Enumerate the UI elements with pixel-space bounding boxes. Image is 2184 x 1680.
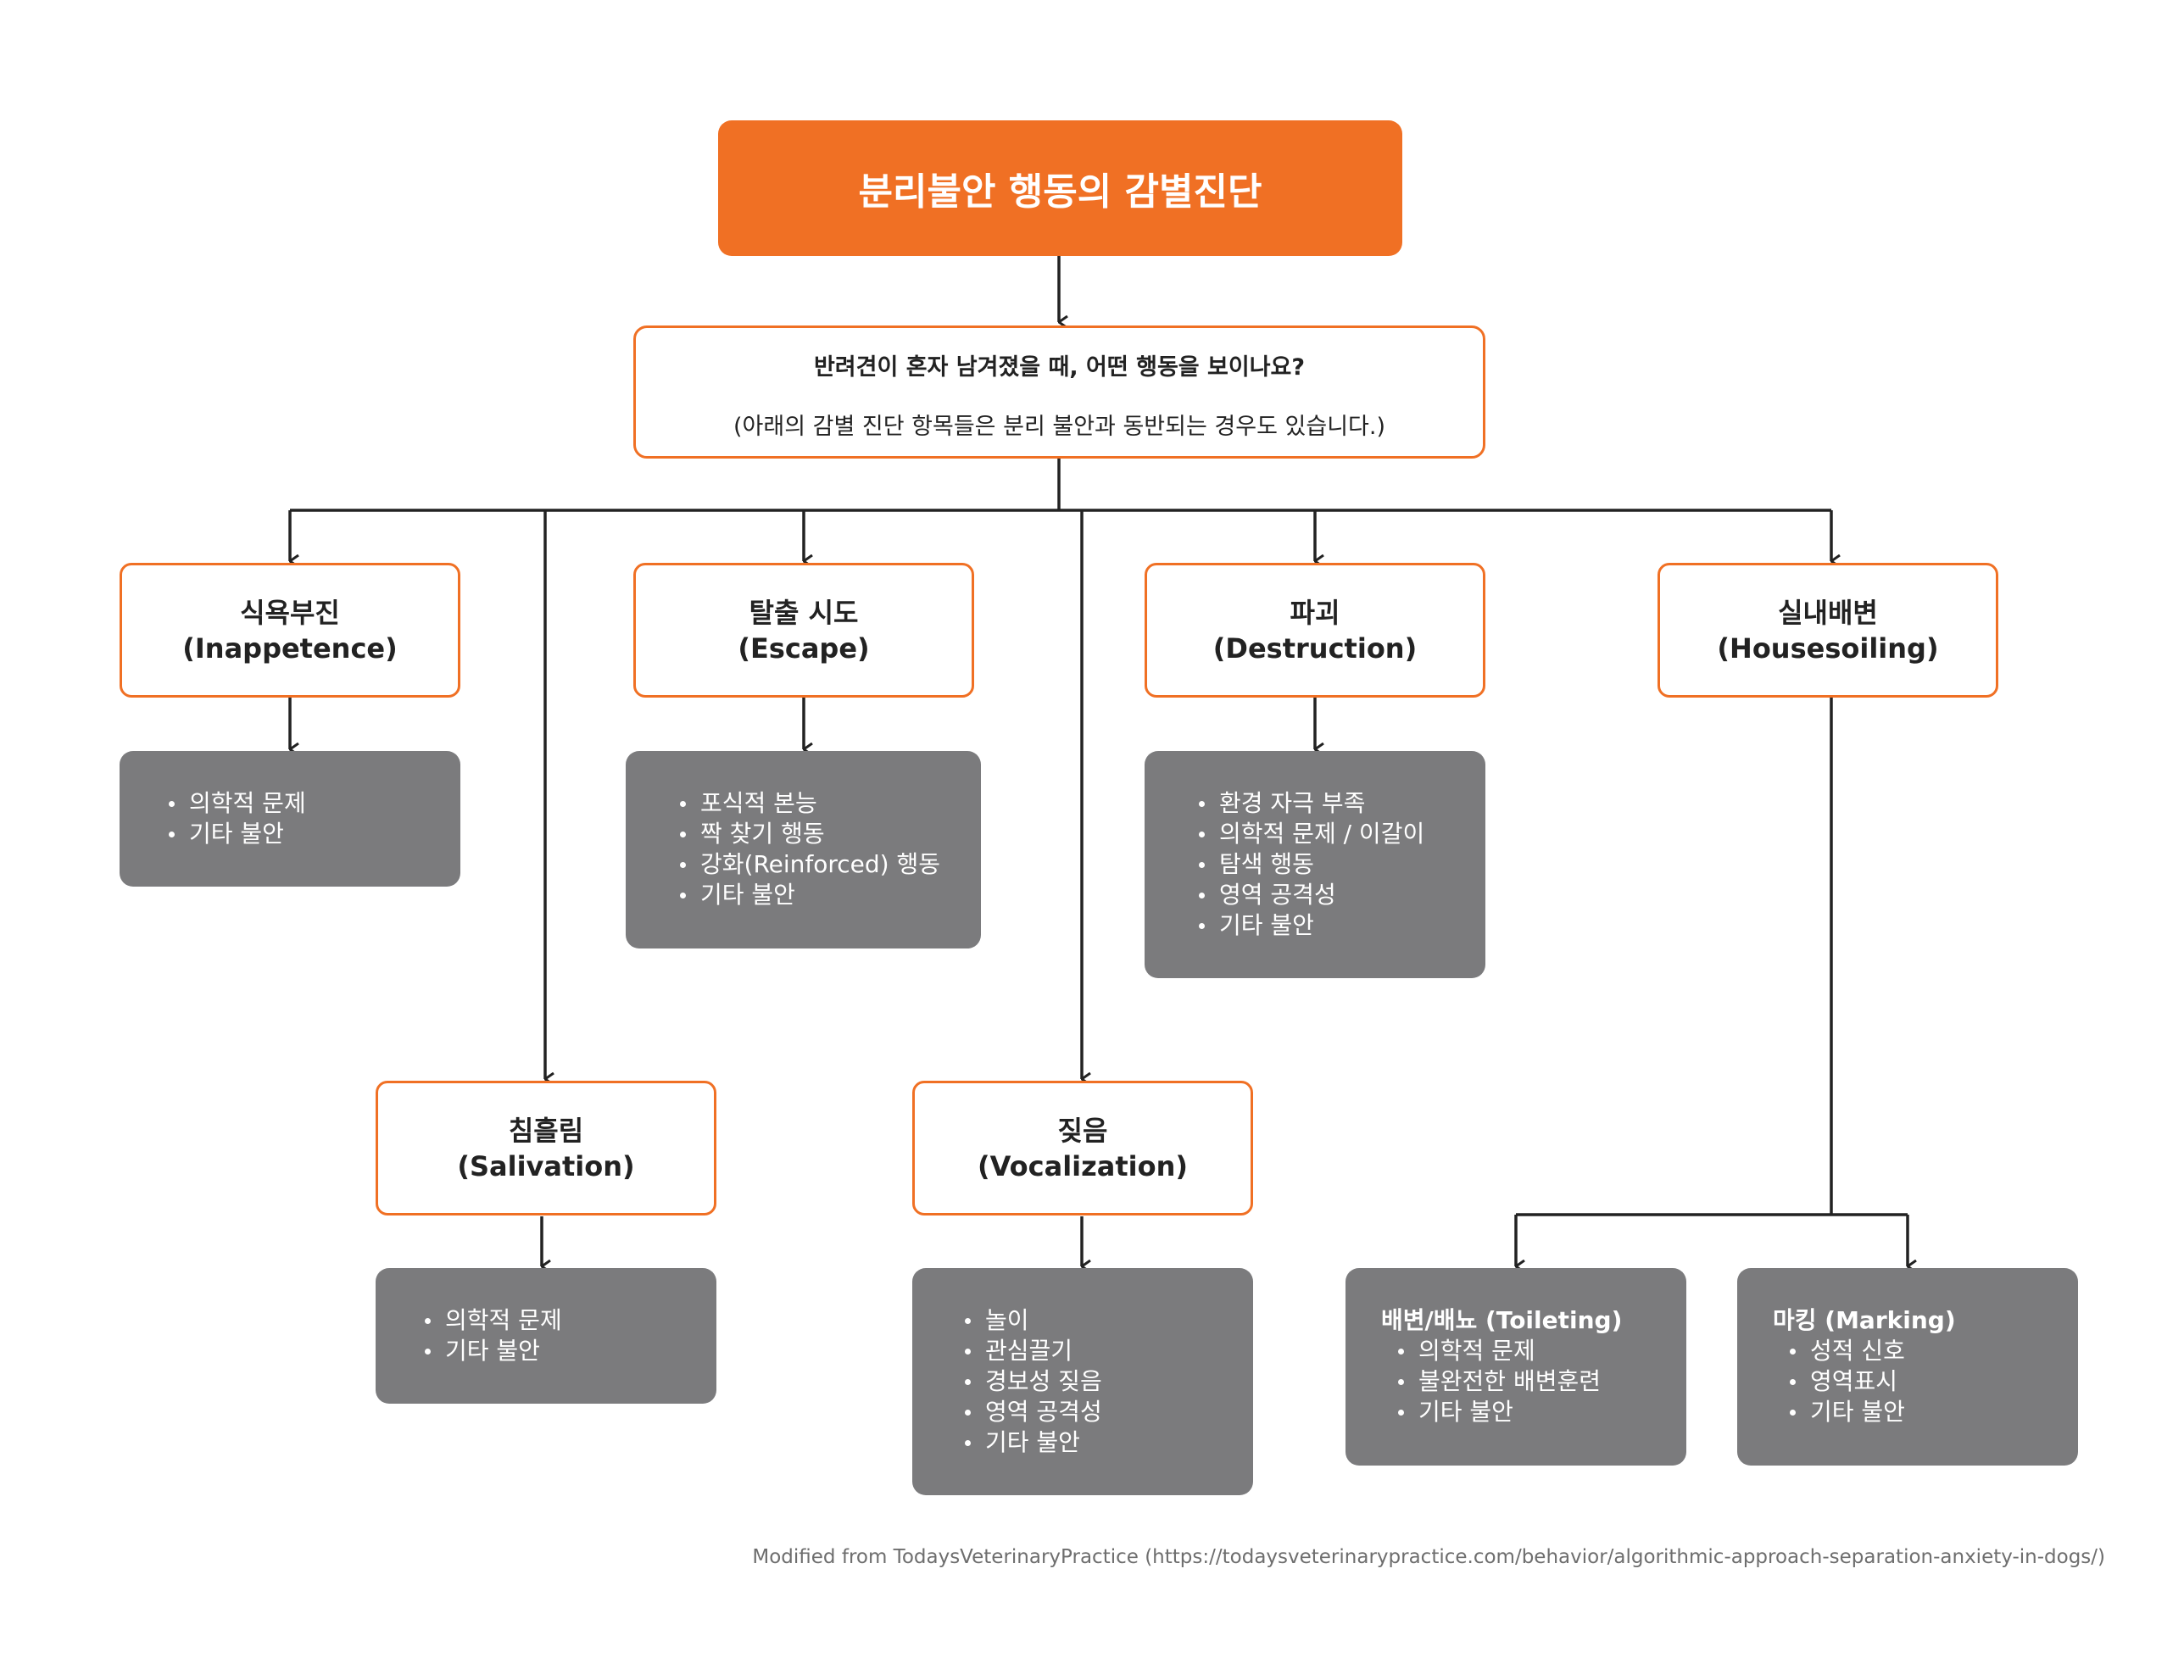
list-item: 환경 자극 부족 xyxy=(1194,788,1485,819)
details-toileting: 배변/배뇨 (Toileting) 의학적 문제 불완전한 배변훈련 기타 불안 xyxy=(1346,1268,1686,1466)
category-inappetence: 식욕부진 (Inappetence) xyxy=(120,563,460,698)
diagram-title-box: 분리불안 행동의 감별진단 xyxy=(718,120,1402,256)
list-item: 기타 불안 xyxy=(164,819,460,849)
category-name: 침흘림 xyxy=(508,1114,584,1147)
list-item: 성적 신호 xyxy=(1785,1336,2078,1366)
source-footer: Modified from TodaysVeterinaryPractice (… xyxy=(752,1546,2105,1568)
category-salivation: 침흘림 (Salivation) xyxy=(376,1081,716,1215)
question-text: 반려견이 혼자 남겨졌을 때, 어떤 행동을 보이나요? xyxy=(813,354,1306,381)
category-english: (Vocalization) xyxy=(978,1149,1188,1182)
details-escape: 포식적 본능 짝 찾기 행동 강화(Reinforced) 행동 기타 불안 xyxy=(626,751,981,948)
category-name: 파괴 xyxy=(1290,596,1340,629)
category-english: (Destruction) xyxy=(1212,631,1418,665)
list-item: 기타 불안 xyxy=(1393,1397,1686,1427)
list-item: 영역 공격성 xyxy=(960,1397,1253,1427)
category-name: 식욕부진 xyxy=(240,596,340,629)
toileting-heading: 배변/배뇨 (Toileting) xyxy=(1381,1306,1623,1334)
list-item: 기타 불안 xyxy=(420,1336,716,1366)
question-note: (아래의 감별 진단 항목들은 분리 불안과 동반되는 경우도 있습니다.) xyxy=(733,414,1385,440)
details-inappetence: 의학적 문제 기타 불안 xyxy=(120,751,460,887)
question-box: 반려견이 혼자 남겨졌을 때, 어떤 행동을 보이나요? (아래의 감별 진단 … xyxy=(633,325,1485,459)
category-english: (Housesoiling) xyxy=(1717,631,1939,665)
list-item: 영역 공격성 xyxy=(1194,880,1485,910)
details-salivation: 의학적 문제 기타 불안 xyxy=(376,1268,716,1404)
category-housesoiling: 실내배변 (Housesoiling) xyxy=(1658,563,1998,698)
list-item: 경보성 짖음 xyxy=(960,1366,1253,1397)
list-item: 짝 찾기 행동 xyxy=(675,819,981,849)
marking-heading: 마킹 (Marking) xyxy=(1773,1306,1956,1334)
list-item: 기타 불안 xyxy=(960,1427,1253,1458)
list-item: 놀이 xyxy=(960,1305,1253,1336)
list-item: 의학적 문제 xyxy=(164,788,460,819)
diagram-title: 분리불안 행동의 감별진단 xyxy=(858,170,1262,214)
list-item: 기타 불안 xyxy=(1785,1397,2078,1427)
list-item: 의학적 문제 xyxy=(420,1305,716,1336)
category-escape: 탈출 시도 (Escape) xyxy=(633,563,974,698)
category-destruction: 파괴 (Destruction) xyxy=(1145,563,1485,698)
list-item: 관심끌기 xyxy=(960,1336,1253,1366)
list-item: 불완전한 배변훈련 xyxy=(1393,1366,1686,1397)
list-item: 탐색 행동 xyxy=(1194,849,1485,880)
category-english: (Salivation) xyxy=(457,1149,635,1182)
list-item: 기타 불안 xyxy=(1194,910,1485,941)
list-item: 기타 불안 xyxy=(675,880,981,910)
list-item: 강화(Reinforced) 행동 xyxy=(675,849,981,880)
category-name: 짖음 xyxy=(1057,1114,1108,1147)
list-item: 의학적 문제 xyxy=(1393,1336,1686,1366)
category-name: 실내배변 xyxy=(1778,596,1878,629)
category-vocalization: 짖음 (Vocalization) xyxy=(912,1081,1253,1215)
list-item: 포식적 본능 xyxy=(675,788,981,819)
details-marking: 마킹 (Marking) 성적 신호 영역표시 기타 불안 xyxy=(1737,1268,2078,1466)
details-vocalization: 놀이 관심끌기 경보성 짖음 영역 공격성 기타 불안 xyxy=(912,1268,1253,1495)
category-english: (Escape) xyxy=(738,631,870,665)
category-name: 탈출 시도 xyxy=(749,596,859,629)
details-destruction: 환경 자극 부족 의학적 문제 / 이갈이 탐색 행동 영역 공격성 기타 불안 xyxy=(1145,751,1485,978)
category-english: (Inappetence) xyxy=(182,631,398,665)
list-item: 의학적 문제 / 이갈이 xyxy=(1194,819,1485,849)
list-item: 영역표시 xyxy=(1785,1366,2078,1397)
